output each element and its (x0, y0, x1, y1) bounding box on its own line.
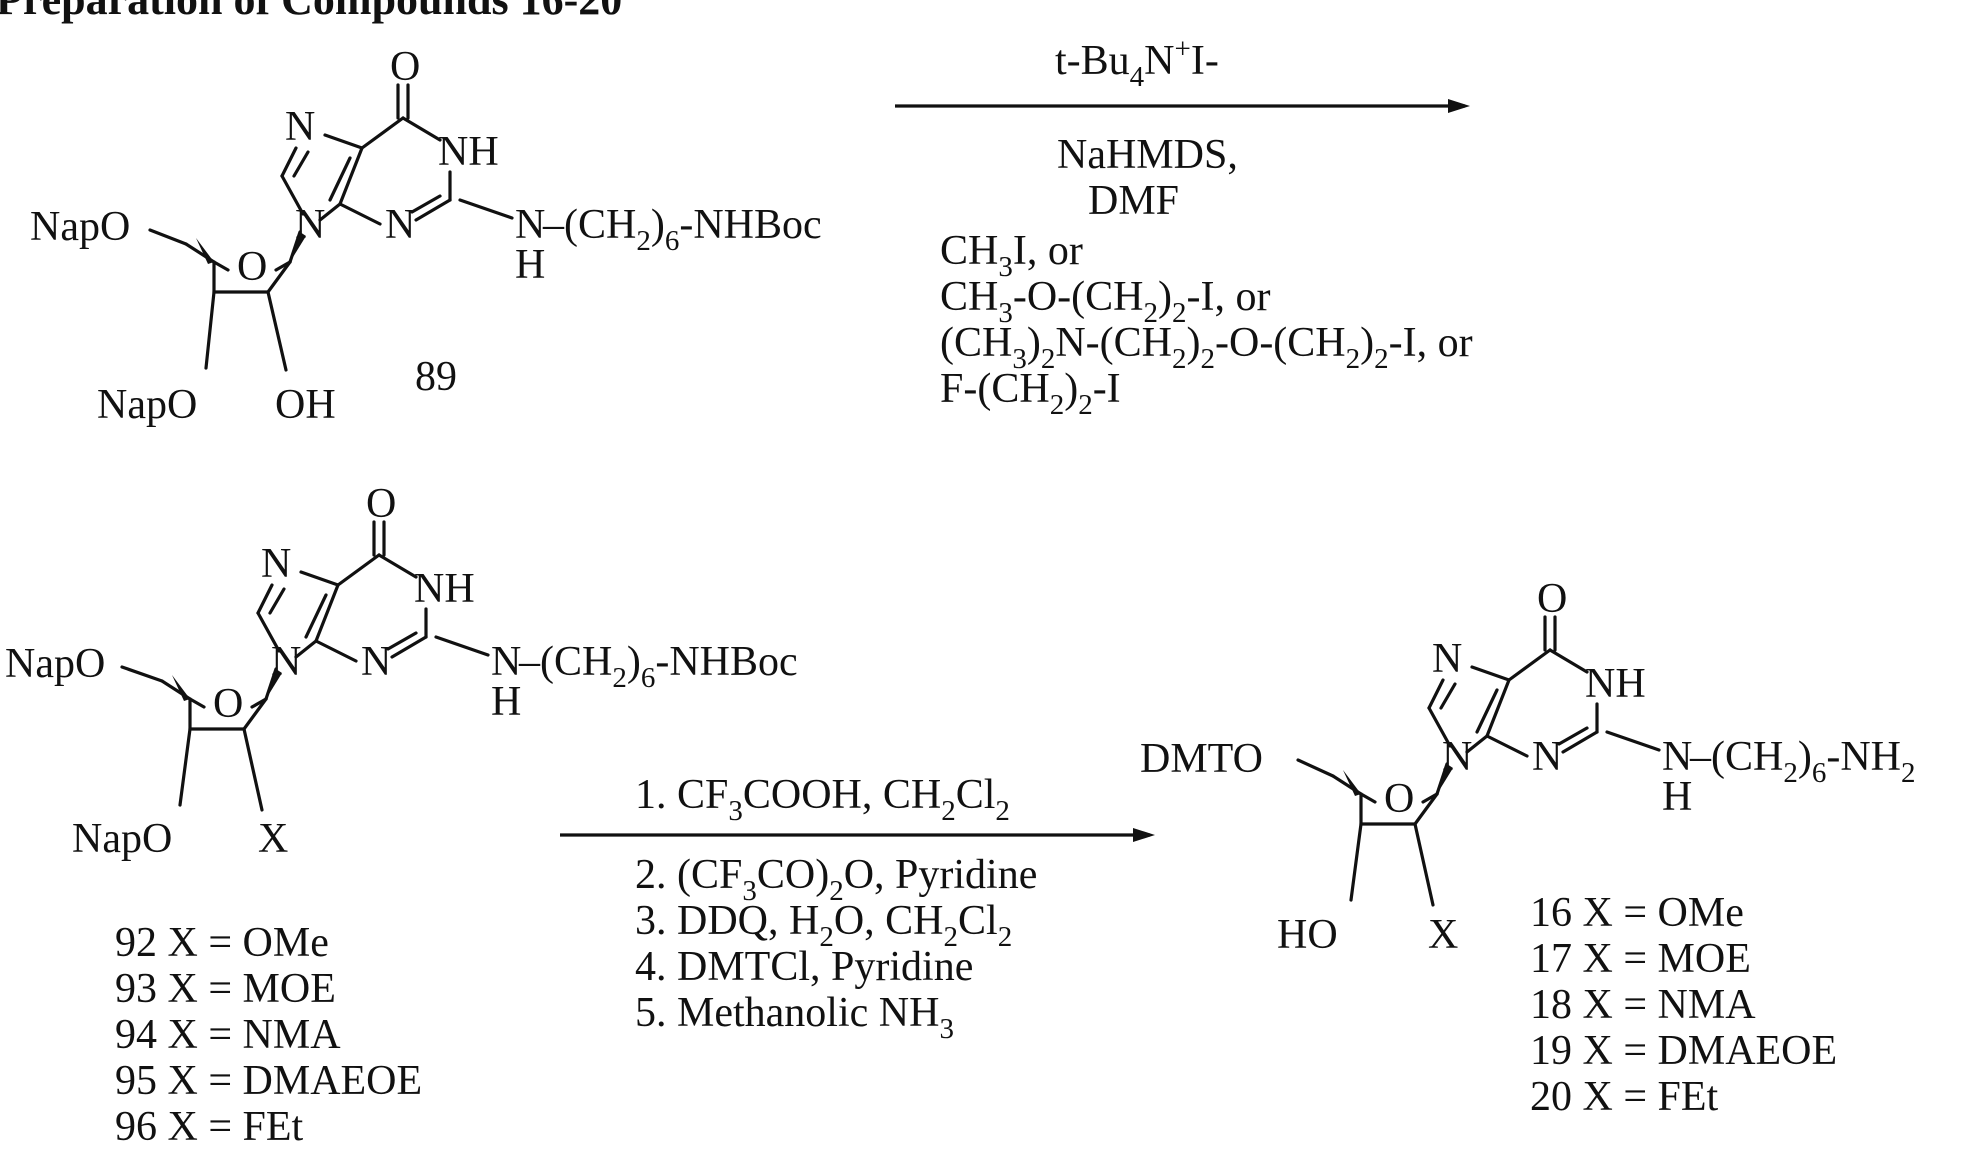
compound-89-napo-5: NapO (30, 204, 130, 250)
compound-89: O N NH N N N H –(CH2)6-NHBoc O NapO NapO… (30, 44, 822, 428)
step-1-reagent-above: t-Bu4N+I- (1055, 33, 1219, 93)
step-2-arrowhead (1133, 828, 1155, 842)
compound-89-n3: N (385, 202, 415, 248)
product-carbonyl-o: O (1537, 576, 1567, 622)
intermediate-n7: N (261, 541, 291, 587)
compound-95-entry: 95 X = DMAEOE (115, 1058, 422, 1104)
product-chain: –(CH2)6-NH2 (1689, 734, 1916, 789)
compound-92-entry: 92 X = OMe (115, 920, 329, 966)
product-x: X (1428, 912, 1458, 958)
compound-89-n9: N (295, 202, 325, 248)
compound-89-amine-h: H (515, 242, 545, 288)
step-2-line-1: 1. CF3COOH, CH2Cl2 (635, 772, 1010, 827)
intermediate-n3: N (361, 639, 391, 685)
intermediate-amine-h: H (491, 679, 521, 725)
product-ring-o: O (1384, 776, 1414, 822)
product-n1h: NH (1585, 661, 1646, 707)
compound-93-entry: 93 X = MOE (115, 966, 336, 1012)
step-2-line-4: 4. DMTCl, Pyridine (635, 944, 973, 990)
compound-89-chain: –(CH2)6-NHBoc (542, 202, 822, 257)
intermediate-x: X (258, 816, 288, 862)
compound-16-entry: 16 X = OMe (1530, 890, 1744, 936)
compound-17-entry: 17 X = MOE (1530, 936, 1751, 982)
step-2: 1. CF3COOH, CH2Cl2 2. (CF3CO)2O, Pyridin… (560, 772, 1155, 1045)
step-1-option-4: F-(CH2)2-I (940, 366, 1121, 421)
intermediate-napo-5: NapO (5, 641, 105, 687)
product-n7: N (1432, 636, 1462, 682)
product-n9: N (1442, 734, 1472, 780)
scheme-heading: Preparation of Compounds 16-20 (0, 0, 622, 24)
intermediate-napo-3: NapO (72, 816, 172, 862)
step-1-arrowhead (1448, 99, 1470, 113)
compound-89-oh: OH (275, 382, 336, 428)
compound-89-n1h: NH (438, 129, 499, 175)
product-amine-h: H (1662, 774, 1692, 820)
compound-89-carbonyl-o: O (390, 44, 420, 90)
compound-89-napo-3: NapO (97, 382, 197, 428)
product-compound-list: 16 X = OMe 17 X = MOE 18 X = NMA 19 X = … (1530, 890, 1837, 1120)
compound-89-ring-o: O (237, 244, 267, 290)
intermediate-carbonyl-o: O (366, 481, 396, 527)
intermediate-ring-o: O (213, 681, 243, 727)
compound-94-entry: 94 X = NMA (115, 1012, 341, 1058)
product-n3: N (1532, 734, 1562, 780)
compound-89-label: 89 (415, 354, 457, 400)
step-2-line-5: 5. Methanolic NH3 (635, 990, 954, 1045)
compound-19-entry: 19 X = DMAEOE (1530, 1028, 1837, 1074)
intermediate-compound-list: 92 X = OMe 93 X = MOE 94 X = NMA 95 X = … (115, 920, 422, 1150)
step-1-base: NaHMDS, (1057, 132, 1238, 178)
compound-18-entry: 18 X = NMA (1530, 982, 1756, 1028)
intermediate-chain: –(CH2)6-NHBoc (518, 639, 798, 694)
intermediate-n1h: NH (414, 566, 475, 612)
product-ho: HO (1277, 912, 1338, 958)
compound-89-bonds (150, 85, 512, 370)
step-1-solvent: DMF (1088, 178, 1179, 224)
intermediate-n9: N (271, 639, 301, 685)
compound-96-entry: 96 X = FEt (115, 1104, 304, 1150)
compound-20-entry: 20 X = FEt (1530, 1074, 1719, 1120)
product-16-20: O N NH N N N H –(CH2)6-NH2 O DMTO HO X 1… (1140, 576, 1916, 1120)
product-dmto: DMTO (1140, 736, 1263, 782)
step-1: t-Bu4N+I- NaHMDS, DMF CH3I, or CH3-O-(CH… (895, 33, 1473, 421)
compound-89-n7: N (285, 104, 315, 150)
